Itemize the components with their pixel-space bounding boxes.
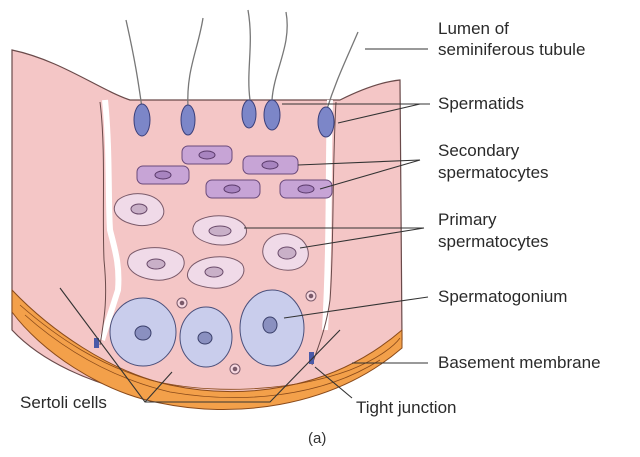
nucleus <box>263 317 277 333</box>
figure-caption: (a) <box>308 430 326 447</box>
spermatid <box>318 107 334 137</box>
spermatid <box>242 100 256 128</box>
label-primary-line2: spermatocytes <box>438 232 549 252</box>
nucleus <box>262 161 278 169</box>
nucleus <box>224 185 240 193</box>
nucleus <box>155 171 171 179</box>
spermatid <box>264 100 280 130</box>
nucleus <box>135 326 151 340</box>
nucleus <box>199 151 215 159</box>
nucleus <box>198 332 212 344</box>
spermatid <box>134 104 150 136</box>
label-lumen-line1: Lumen of <box>438 19 509 39</box>
label-secondary-line1: Secondary <box>438 141 519 161</box>
label-basement-membrane: Basement membrane <box>438 353 601 373</box>
label-sertoli-cells: Sertoli cells <box>20 393 107 413</box>
label-spermatids: Spermatids <box>438 94 524 114</box>
nucleus <box>298 185 314 193</box>
spermatid <box>181 105 195 135</box>
spermatid-tails <box>126 10 358 112</box>
label-primary-line1: Primary <box>438 210 497 230</box>
label-lumen-line2: seminiferous tubule <box>438 40 585 60</box>
label-secondary-line2: spermatocytes <box>438 163 549 183</box>
label-tight-junction: Tight junction <box>356 398 456 418</box>
label-spermatogonium: Spermatogonium <box>438 287 567 307</box>
